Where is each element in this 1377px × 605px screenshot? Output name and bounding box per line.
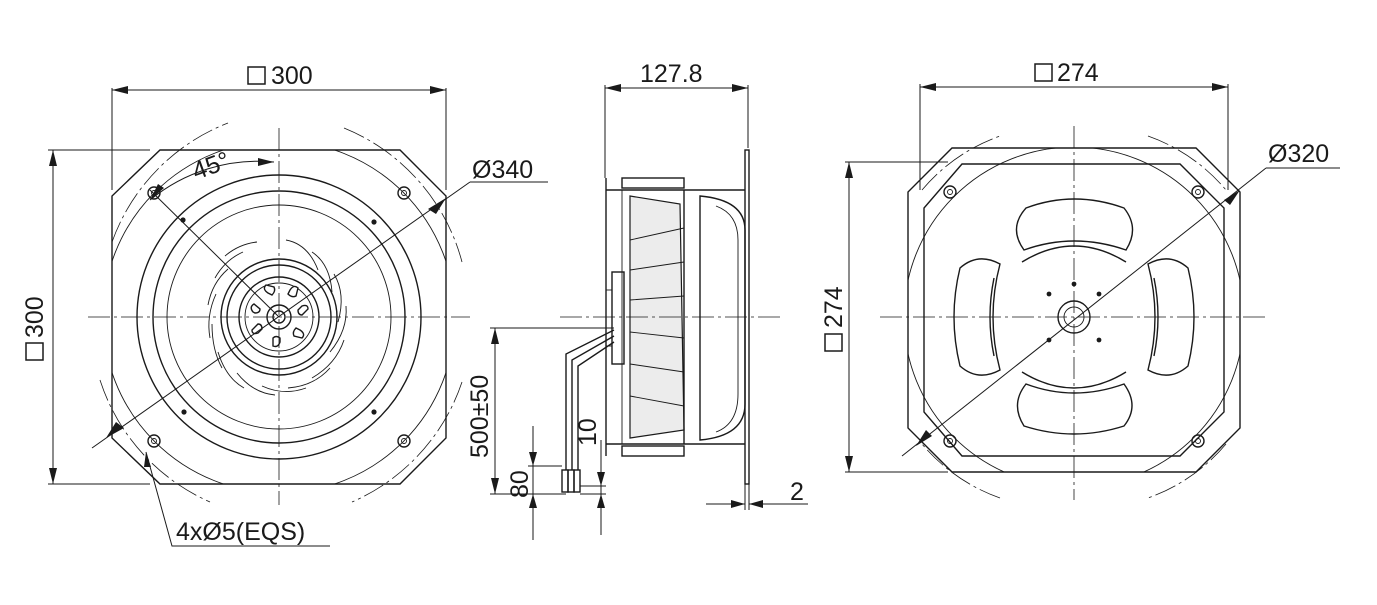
flange-thickness-label: 2	[790, 478, 804, 506]
cable-strip-label: 10	[574, 418, 602, 446]
front-mounting-holes	[147, 186, 411, 448]
holes-label: 4xØ5(EQS)	[176, 518, 305, 546]
angle-label: 45°	[188, 146, 233, 185]
rear-mounting-holes	[943, 185, 1205, 448]
cable-end-label: 80	[506, 470, 534, 498]
front-height-label: 300	[21, 296, 49, 338]
holes-leader	[145, 451, 330, 547]
impeller-blades	[207, 239, 347, 396]
rear-width-label: 274	[1057, 59, 1099, 87]
front-view	[25, 66, 548, 547]
front-width-label: 300	[271, 62, 313, 90]
rear-view	[824, 63, 1340, 500]
front-diameter-label: Ø340	[472, 156, 533, 184]
cable-length-label: 500±50	[466, 375, 494, 458]
side-depth-label: 127.8	[640, 60, 703, 88]
rear-diameter-leader	[901, 167, 1267, 457]
rear-diameter-label: Ø320	[1268, 140, 1329, 168]
front-diameter-leader	[91, 181, 471, 449]
rear-vents	[953, 198, 1195, 435]
rear-height-label: 274	[820, 286, 848, 328]
side-cables	[561, 329, 615, 493]
front-plate-outline	[111, 149, 447, 485]
side-view	[490, 84, 808, 540]
